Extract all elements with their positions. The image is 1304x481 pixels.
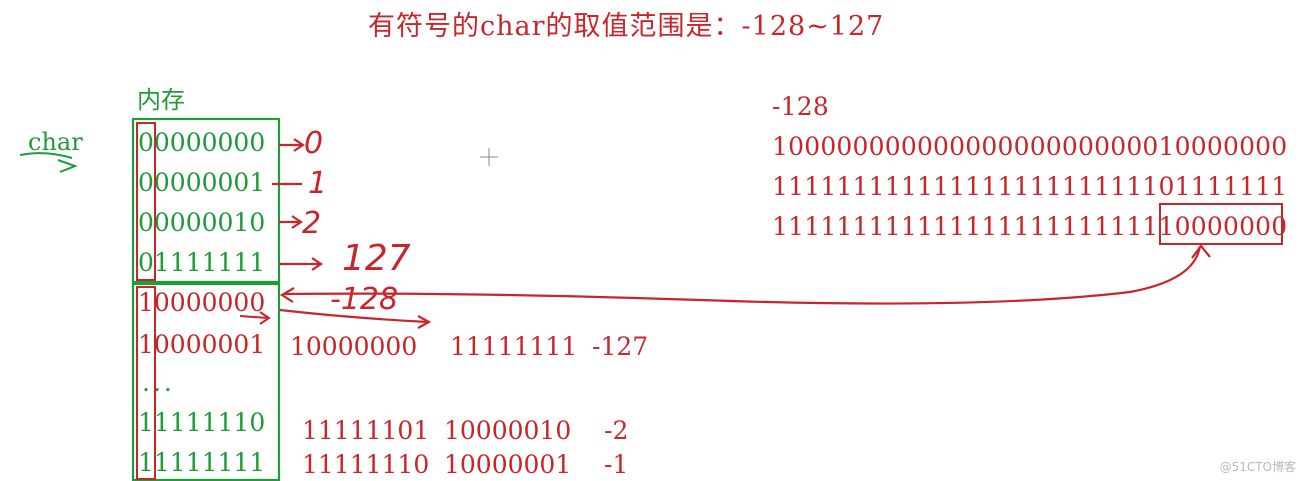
sign-bit-box-negative: [136, 286, 156, 480]
low-byte-box: [1159, 203, 1283, 245]
char-label: char: [28, 128, 83, 156]
arrow-to-neg128: [279, 308, 432, 329]
conversion-row-3-original: 10000001: [444, 450, 572, 479]
conversion-row-2-ones: 11111101: [302, 416, 430, 445]
curve-arrowhead-left: [279, 287, 295, 303]
memory-row-4: 10000000: [138, 288, 266, 317]
memory-row-3: 01111111: [138, 248, 266, 277]
conversion-row-3-value: -1: [604, 450, 629, 479]
memory-row-1: 00000001: [138, 168, 266, 197]
memory-row-7: 11111110: [138, 408, 266, 437]
cursor-crosshair-icon: [480, 148, 498, 166]
right-twos-low-byte: 10000000: [1158, 212, 1288, 241]
memory-box-positive: [131, 117, 281, 284]
annotation-neg128: -128: [330, 282, 399, 317]
sign-bit-box-positive: [136, 122, 156, 281]
memory-row-8: 11111111: [138, 448, 266, 477]
annotation-127: 127: [342, 238, 411, 279]
memory-box-negative: [131, 282, 281, 481]
curve-arrowhead-up: [1191, 244, 1211, 259]
right-value: -128: [772, 92, 829, 121]
conversion-row-2-value: -2: [604, 416, 629, 445]
curve-low-byte-to-memory: [283, 245, 1202, 305]
page-title: 有符号的char的取值范围是：-128~127: [368, 11, 885, 42]
annotation-1: 1: [308, 166, 328, 201]
right-twos-prefix: 111111111111111111111111: [772, 212, 1159, 241]
arrow-to-0: [279, 138, 305, 152]
conversion-row-1-ones: 10000000: [290, 332, 418, 361]
arrow-to-2: [279, 215, 303, 229]
right-twos-complement: 11111111111111111111111110000000: [772, 212, 1287, 241]
char-pointer-arrowhead: [57, 159, 78, 173]
right-ones-complement: 11111111111111111111111101111111: [772, 172, 1288, 201]
memory-row-ellipsis: ...: [142, 368, 175, 397]
memory-row-2: 00000010: [138, 208, 266, 237]
memory-label: 内存: [137, 86, 185, 114]
right-original-code: 10000000000000000000000010000000: [772, 132, 1288, 161]
annotation-2: 2: [302, 206, 322, 241]
arrow-into-row-4: [239, 311, 271, 325]
conversion-row-1-value: -127: [592, 332, 649, 361]
arrow-to-127: [279, 257, 323, 271]
memory-row-5: 10000001: [138, 330, 266, 359]
watermark: @51CTO博客: [1219, 460, 1296, 474]
conversion-row-3-ones: 11111110: [302, 450, 430, 479]
conversion-row-2-original: 10000010: [444, 416, 572, 445]
annotation-0: 0: [304, 126, 324, 161]
memory-row-0: 00000000: [138, 128, 266, 157]
char-pointer-stroke: [19, 152, 73, 159]
conversion-row-1-original: 11111111: [450, 332, 578, 361]
